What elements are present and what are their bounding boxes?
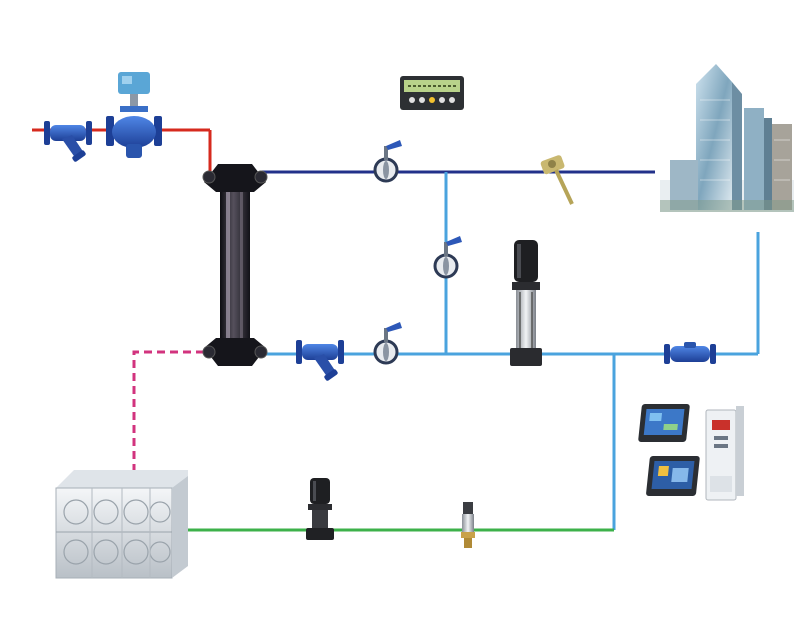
y-strainer-icon (296, 340, 344, 381)
butterfly-valve-icon (373, 140, 402, 183)
pressure-transmitter-icon (461, 502, 475, 548)
vertical-pump-icon (306, 478, 334, 540)
touchscreen-icon (638, 404, 690, 442)
inverter-cabinet-icon (705, 406, 744, 501)
check-valve-icon (664, 342, 716, 364)
digital-controller-icon (400, 76, 464, 110)
y-strainer-icon (44, 121, 92, 162)
signal-line-dashed (132, 350, 204, 470)
touchscreen-icon (646, 456, 700, 496)
electric-control-valve-icon (106, 72, 162, 158)
vertical-pump-icon (510, 240, 542, 366)
butterfly-valve-icon (373, 322, 402, 365)
building-icon (660, 64, 794, 212)
heat-exchanger-icon (202, 164, 268, 366)
temperature-sensor-icon (540, 155, 574, 205)
water-tank-icon (55, 470, 188, 579)
butterfly-valve-icon (433, 236, 462, 279)
